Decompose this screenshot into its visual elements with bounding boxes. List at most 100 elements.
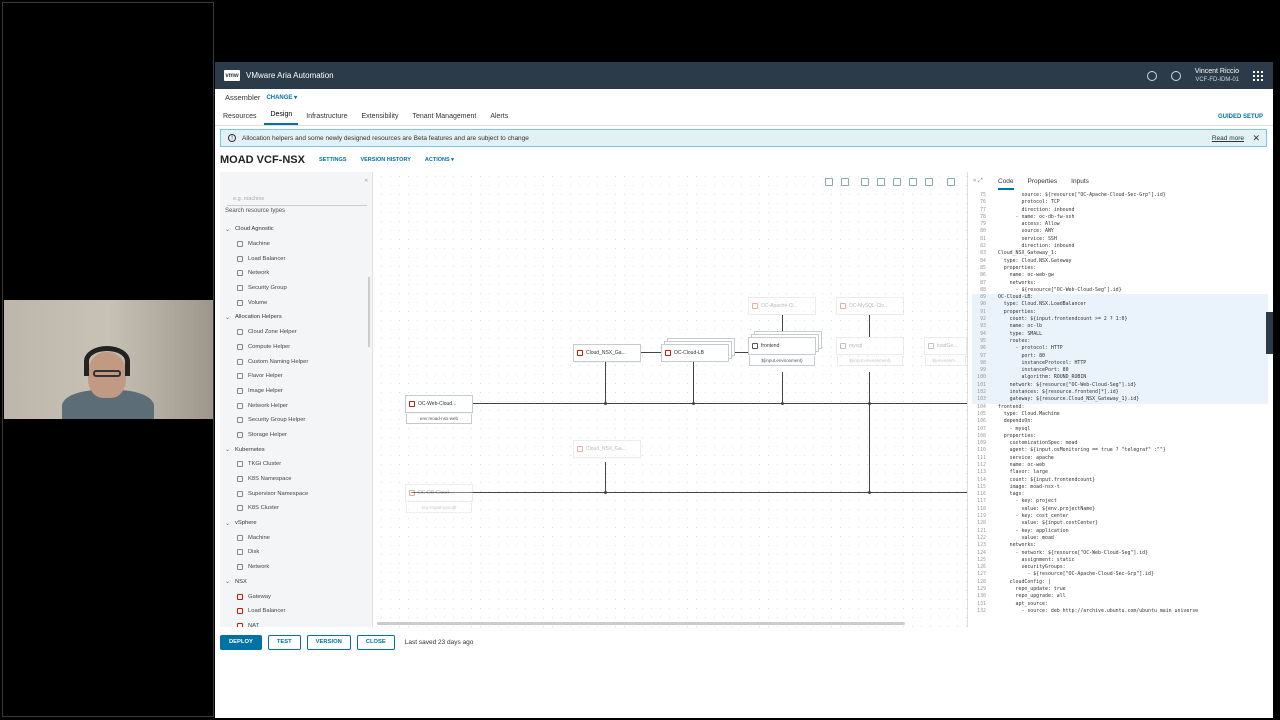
fullscreen-icon[interactable] bbox=[947, 178, 955, 186]
code-line[interactable]: 86 name: oc-web-gw bbox=[980, 272, 1054, 279]
code-line[interactable]: 116 tags: bbox=[977, 491, 1025, 498]
grid-toggle-icon[interactable] bbox=[825, 178, 833, 186]
canvas-node-db-segment[interactable]: OC-DB-Cloud-... env:moad-nsx-db bbox=[405, 484, 473, 513]
zoom-out-icon[interactable] bbox=[925, 178, 933, 186]
code-line[interactable]: 89 OC-Cloud-LB: bbox=[972, 294, 1268, 302]
palette-item[interactable]: K8S Namespace bbox=[225, 472, 367, 487]
code-line[interactable]: 114 count: ${input.frontendcount} bbox=[977, 476, 1096, 483]
tab-alerts[interactable]: Alerts bbox=[490, 113, 509, 120]
canvas-node-apache-sec-group[interactable]: OC-Apache-Cl... bbox=[748, 297, 816, 315]
palette-item[interactable]: Machine bbox=[225, 530, 367, 545]
palette-item[interactable]: Gateway bbox=[225, 589, 367, 604]
code-line[interactable]: 118 value: ${env.projectName} bbox=[977, 505, 1096, 512]
palette-item[interactable]: Network Helper bbox=[225, 398, 367, 413]
code-line[interactable]: 103 gateway: ${resource.Cloud_NSX_Gatewa… bbox=[972, 396, 1268, 404]
version-history-link[interactable]: VERSION HISTORY bbox=[360, 157, 411, 163]
code-line[interactable]: 80 source: ANY bbox=[980, 228, 1054, 235]
code-line[interactable]: 94 type: SMALL bbox=[972, 330, 1268, 338]
code-line[interactable]: 81 service: SSH bbox=[980, 235, 1057, 242]
code-line[interactable]: 109 customizationSpec: moad bbox=[977, 440, 1078, 447]
canvas-node-web-segment[interactable]: OC-Web-Cloud... env:moad-nsx-web bbox=[405, 395, 473, 424]
code-line[interactable]: 83 Cloud_NSX_Gateway_1: bbox=[980, 250, 1057, 257]
code-line[interactable]: 128 cloudConfig: | bbox=[977, 578, 1051, 585]
change-service-button[interactable]: CHANGE ▾ bbox=[266, 95, 298, 101]
canvas-node-nsx-gateway[interactable]: Cloud_NSX_Ga... bbox=[573, 344, 641, 362]
palette-item[interactable]: K8S Cluster bbox=[225, 501, 367, 516]
palette-item[interactable]: Flavor Helper bbox=[225, 369, 367, 384]
palette-category[interactable]: ⌄Cloud Agnostic bbox=[225, 226, 274, 233]
actions-dropdown[interactable]: ACTIONS ▾ bbox=[424, 157, 454, 163]
palette-item[interactable]: NAT bbox=[225, 619, 367, 627]
code-line[interactable]: 88 - ${resource["OC-Web-Cloud-Seg"].id} bbox=[980, 286, 1122, 293]
canvas-node-frontend[interactable]: frontend ${input.environment} bbox=[748, 337, 816, 366]
app-switcher-icon[interactable] bbox=[1253, 70, 1263, 81]
guided-setup-button[interactable]: GUIDED SETUP bbox=[1217, 114, 1263, 120]
palette-item[interactable]: Volume bbox=[225, 295, 367, 310]
design-canvas[interactable]: OC-Apache-Cl... OC-MySQL-Clo... Cloud_NS… bbox=[377, 172, 967, 627]
tab-design[interactable]: Design bbox=[264, 111, 299, 125]
code-line[interactable]: 117 - key: project bbox=[977, 498, 1057, 505]
code-line[interactable]: 104 frontend: bbox=[977, 403, 1025, 410]
zoom-in-icon[interactable] bbox=[909, 178, 917, 186]
resource-search-input[interactable]: e.g. machine bbox=[227, 196, 367, 206]
palette-item[interactable]: Storage Helper bbox=[225, 428, 367, 443]
tab-infrastructure[interactable]: Infrastructure bbox=[306, 113, 348, 120]
code-line[interactable]: 75 source: ${resource["OC-Apache-Cloud-S… bbox=[980, 192, 1166, 198]
code-line[interactable]: 126 securityGroups: bbox=[977, 564, 1066, 571]
read-more-link[interactable]: Read more bbox=[1211, 134, 1244, 142]
code-line[interactable]: 95 routes: bbox=[972, 337, 1268, 346]
test-button[interactable]: TEST bbox=[267, 634, 301, 650]
canvas-node-loadgen[interactable]: loadGe... ${environm... bbox=[924, 337, 967, 366]
code-line[interactable]: 122 value: moad bbox=[977, 534, 1054, 541]
code-line[interactable]: 76 protocol: TCP bbox=[980, 199, 1060, 206]
code-toggle-icon[interactable] bbox=[841, 178, 849, 186]
code-line[interactable]: 121 - key: application bbox=[977, 527, 1069, 534]
tab-code[interactable]: Code bbox=[998, 178, 1014, 190]
palette-category[interactable]: ⌄Allocation Helpers bbox=[225, 314, 282, 321]
code-line[interactable]: 110 agent: ${input.osMonitoring == true … bbox=[977, 447, 1166, 454]
support-side-tab[interactable] bbox=[1266, 312, 1273, 354]
palette-item[interactable]: Load Balancer bbox=[225, 251, 367, 266]
palette-item[interactable]: Supervisor Namespace bbox=[225, 486, 367, 501]
code-line[interactable]: 98 instanceProtocol: HTTP bbox=[972, 359, 1268, 368]
palette-item[interactable]: Security Group bbox=[225, 281, 367, 296]
palette-item[interactable]: Disk bbox=[225, 545, 367, 560]
code-line[interactable]: 105 type: Cloud.Machine bbox=[977, 410, 1060, 417]
tab-extensibility[interactable]: Extensibility bbox=[361, 113, 399, 120]
code-line[interactable]: 132 - source: deb http://archive.ubuntu.… bbox=[977, 607, 1199, 614]
code-line[interactable]: 84 type: Cloud.NSX.Gateway bbox=[980, 257, 1072, 264]
code-line[interactable]: 93 name: oc-lb bbox=[972, 323, 1268, 331]
help-icon[interactable] bbox=[1170, 70, 1181, 81]
palette-item[interactable]: Load Balancer bbox=[225, 604, 367, 619]
palette-item[interactable]: Cloud Zone Helper bbox=[225, 325, 367, 340]
canvas-node-mysql[interactable]: mysql ${input.environment} bbox=[836, 337, 904, 366]
code-line[interactable]: 106 dependsOn: bbox=[977, 418, 1034, 425]
code-line[interactable]: 82 direction: inbound bbox=[980, 243, 1075, 250]
code-line[interactable]: 107 - mysql bbox=[977, 425, 1031, 432]
user-menu[interactable]: Vincent Riccio VCF-FD-IDM-01 bbox=[1194, 67, 1239, 83]
code-line[interactable]: 102 instances: ${resource.frontend[*].id… bbox=[972, 389, 1268, 397]
code-line[interactable]: 85 properties: bbox=[980, 264, 1037, 271]
palette-scrollbar[interactable] bbox=[368, 277, 370, 347]
version-button[interactable]: VERSION bbox=[306, 634, 351, 650]
code-line[interactable]: 77 direction: inbound bbox=[980, 206, 1075, 213]
palette-category[interactable]: ⌄vSphere bbox=[225, 520, 257, 527]
close-icon[interactable]: ✕ bbox=[1252, 132, 1260, 143]
layout-icon[interactable] bbox=[893, 178, 901, 186]
code-line[interactable]: 78 - name: oc-db-fw-ssh bbox=[980, 213, 1075, 220]
palette-item[interactable]: Compute Helper bbox=[225, 340, 367, 355]
palette-item[interactable]: Security Group Helper bbox=[225, 413, 367, 428]
code-line[interactable]: 100 algorithm: ROUND_ROBIN bbox=[972, 374, 1268, 382]
close-button[interactable]: CLOSE bbox=[356, 634, 395, 650]
tab-inputs[interactable]: Inputs bbox=[1071, 178, 1089, 185]
code-line[interactable]: 101 network: ${resource["OC-Web-Cloud-Se… bbox=[972, 381, 1268, 390]
code-line[interactable]: 127 - ${resource["OC-Apache-Cloud-Sec-Gr… bbox=[977, 571, 1154, 578]
collapse-palette-icon[interactable]: « bbox=[364, 178, 368, 184]
code-line[interactable]: 91 properties: bbox=[972, 308, 1268, 317]
palette-item[interactable]: Custom Naming Helper bbox=[225, 354, 367, 369]
yaml-editor[interactable]: 75 source: ${resource["OC-Apache-Cloud-S… bbox=[972, 192, 1268, 624]
tab-tenant-management[interactable]: Tenant Management bbox=[412, 113, 477, 120]
code-line[interactable]: 87 networks: bbox=[980, 279, 1037, 286]
canvas-node-nsx-gateway-2[interactable]: Cloud_NSX_Ga... bbox=[573, 440, 641, 458]
palette-category[interactable]: ⌄NSX bbox=[225, 578, 247, 586]
